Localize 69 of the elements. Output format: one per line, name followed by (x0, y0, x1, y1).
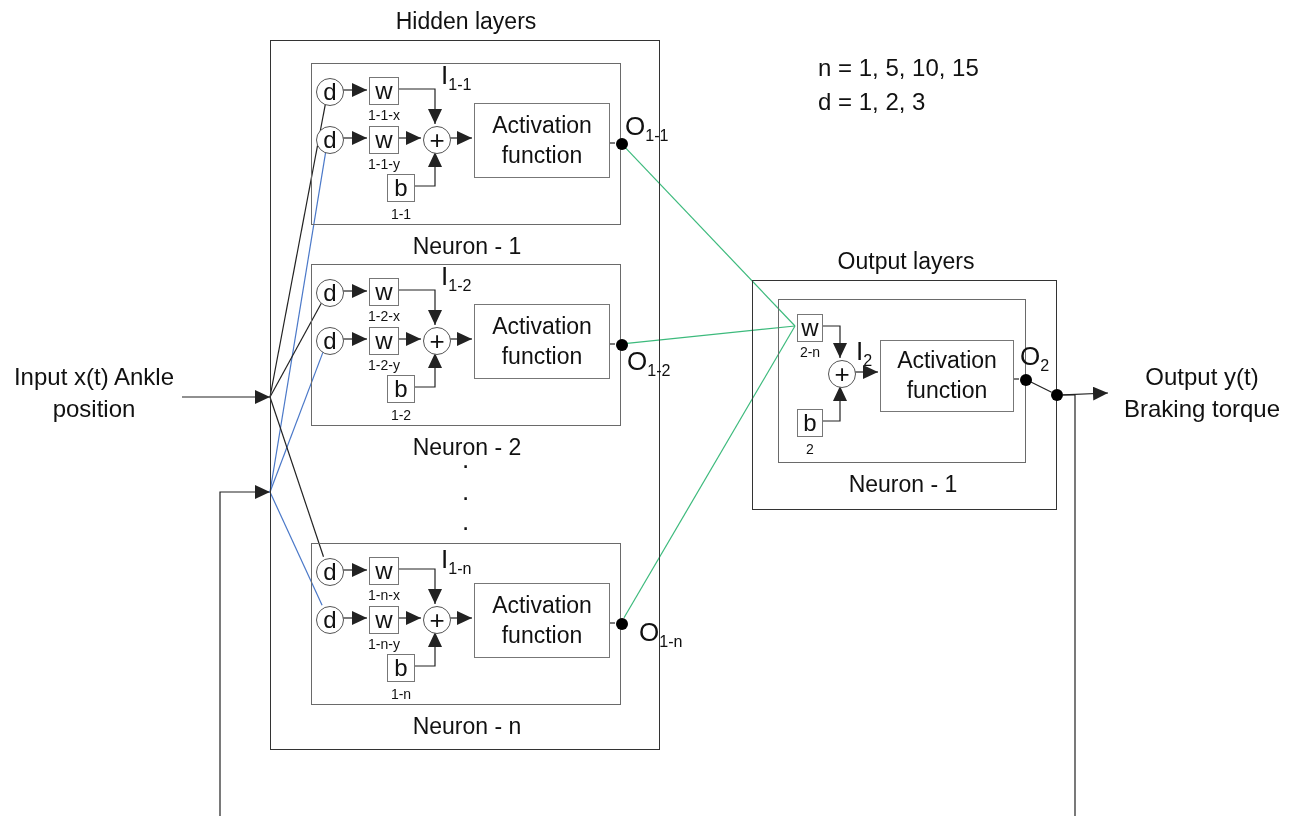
parameter-note: n = 1, 5, 10, 15 (818, 56, 979, 80)
sum-circle: + (423, 327, 451, 355)
weight-box: w (369, 606, 399, 634)
input-sum-label: I$_{1-1}$ (441, 62, 472, 88)
weight-box: w (369, 77, 399, 105)
activation-box: Activation function (474, 304, 610, 379)
ellipsis-dot: . (462, 508, 470, 534)
layer-heading: Output layers (837, 247, 975, 275)
weight-box: w (369, 126, 399, 154)
weight-box: w (797, 314, 823, 342)
delay-circle: d (316, 327, 344, 355)
subscript-label: 1-1 (390, 207, 412, 221)
input-sum-label: I$_{2}$ (856, 338, 873, 364)
output-dot (616, 138, 628, 150)
bias-box: b (387, 654, 415, 682)
sum-circle: + (423, 606, 451, 634)
input-sum-label: I$_{1-2}$ (441, 263, 472, 289)
subscript-label: 2 (806, 442, 814, 456)
subscript-label: 1-2-x (368, 309, 400, 323)
delay-circle: d (316, 78, 344, 106)
bias-box: b (387, 375, 415, 403)
signal-label: Output y(t) Braking torque (1108, 360, 1296, 426)
neuron-label: Neuron - n (412, 712, 522, 740)
output-dot (616, 618, 628, 630)
connector-line (626, 325, 796, 344)
sum-circle: + (423, 126, 451, 154)
delay-circle: d (316, 126, 344, 154)
subscript-label: 1-n-x (368, 588, 400, 602)
weight-box: w (369, 278, 399, 306)
delay-circle: d (316, 279, 344, 307)
neuron-label: Neuron - 1 (848, 470, 958, 498)
weight-box: w (369, 557, 399, 585)
subscript-label: 1-2-y (368, 358, 400, 372)
connector-line (269, 396, 325, 558)
junction-dot (1051, 389, 1063, 401)
subscript-label: 1-n-y (368, 637, 400, 651)
connector-line (624, 146, 796, 327)
arrow (219, 485, 271, 816)
input-sum-label: I$_{1-n}$ (441, 546, 472, 572)
sum-circle: + (828, 360, 856, 388)
subscript-label: 1-n (390, 687, 412, 701)
connector-line (1062, 394, 1076, 816)
parameter-note: d = 1, 2, 3 (818, 90, 926, 114)
output-dot (1020, 374, 1032, 386)
layer-heading: Hidden layers (395, 7, 537, 35)
bias-box: b (387, 174, 415, 202)
activation-box: Activation function (474, 583, 610, 658)
connector-line (623, 325, 796, 619)
subscript-label: 1-1-x (368, 108, 400, 122)
subscript-label: 1-2 (390, 408, 412, 422)
bias-box: b (797, 409, 823, 437)
subscript-label: 1-1-y (368, 157, 400, 171)
signal-label: Input x(t) Ankle position (8, 360, 180, 426)
connector-line (269, 103, 326, 398)
arrow (181, 390, 271, 404)
output-dot (616, 339, 628, 351)
connector-line (269, 351, 324, 493)
ellipsis-dot: . (462, 478, 470, 504)
connector-line (269, 302, 322, 398)
weight-box: w (369, 327, 399, 355)
output-label: O$_{1-n}$ (639, 619, 683, 645)
connector-line (1029, 381, 1053, 393)
neuron-label: Neuron - 1 (412, 232, 522, 260)
activation-box: Activation function (474, 103, 610, 178)
subscript-label: 2-n (799, 345, 821, 359)
delay-circle: d (316, 606, 344, 634)
delay-circle: d (316, 558, 344, 586)
activation-box: Activation function (880, 340, 1014, 412)
connector-line (269, 491, 323, 606)
